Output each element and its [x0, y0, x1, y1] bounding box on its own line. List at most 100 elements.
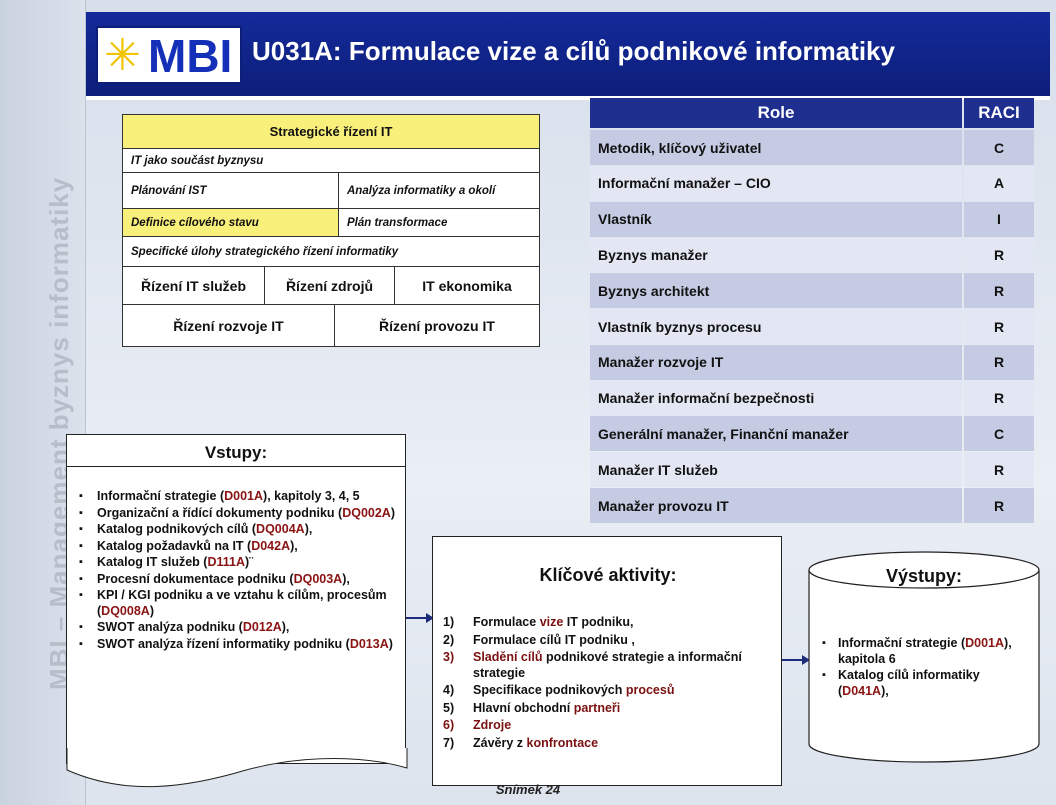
- input-item: Informační strategie (D001A), kapitoly 3…: [77, 489, 397, 505]
- document-code: DQ008A: [101, 603, 150, 618]
- raci-value: A: [964, 165, 1034, 201]
- raci-value: C: [964, 416, 1034, 452]
- input-text: ), kapitoly 3, 4, 5: [263, 489, 360, 503]
- raci-value: R: [964, 452, 1034, 488]
- document-code: DQ004A: [256, 522, 305, 536]
- input-item: SWOT analýza řízení informatiky podniku …: [77, 637, 397, 653]
- strategy-row: Řízení IT služeb Řízení zdrojů IT ekonom…: [123, 267, 539, 305]
- raci-role: Byznys architekt: [590, 273, 962, 309]
- activity-highlight: Zdroje: [473, 718, 512, 732]
- strategy-cell-highlight: Definice cílového stavu: [123, 209, 339, 236]
- activity-text: Hlavní obchodní: [473, 700, 574, 715]
- activity-number: 6): [443, 718, 455, 732]
- inputs-document: Vstupy: Informační strategie (D001A), ka…: [66, 434, 406, 764]
- raci-value: I: [964, 201, 1034, 237]
- slide-title: U031A: Formulace vize a cílů podnikové i…: [252, 36, 895, 66]
- arrow-icon: [406, 613, 434, 623]
- activity-item: 4)Specifikace podnikových procesů: [443, 683, 773, 699]
- input-text: ): [149, 603, 154, 618]
- activity-number: 7): [443, 735, 455, 750]
- raci-role: Manažer informační bezpečnosti: [590, 380, 962, 416]
- strategy-cell: Plán transformace: [347, 216, 448, 229]
- document-code: D111A: [207, 555, 245, 569]
- strategy-row: Řízení rozvoje IT Řízení provozu IT: [123, 305, 539, 346]
- input-item: Procesní dokumentace podniku (DQ003A),: [77, 572, 397, 588]
- activity-highlight: konfrontace: [526, 735, 599, 750]
- input-text: KPI / KGI podniku a ve vztahu k cílům, p…: [97, 588, 387, 618]
- output-item: Katalog cílů informatiky (D041A),: [820, 668, 1032, 699]
- raci-value: R: [964, 237, 1034, 273]
- raci-value: R: [964, 488, 1034, 523]
- slide-number: Snímek 24: [495, 782, 561, 797]
- document-code: D012A: [242, 620, 282, 634]
- raci-role: Generální manažer, Finanční manažer: [590, 416, 962, 452]
- mbi-logo: ✳ MBI: [96, 26, 242, 84]
- activities-title: Klíčové aktivity:: [539, 565, 677, 585]
- strategy-cell: Specifické úlohy strategického řízení in…: [131, 245, 399, 258]
- document-code: D001A: [224, 489, 264, 503]
- raci-role: Metodik, klíčový uživatel: [590, 130, 962, 165]
- arrow-icon: [782, 655, 810, 665]
- input-text: ): [390, 505, 395, 520]
- strategy-table: Strategické řízení IT IT jako součást by…: [122, 114, 540, 347]
- raci-role: Manažer IT služeb: [590, 452, 962, 488]
- document-code: D013A: [349, 636, 389, 651]
- document-code: D001A: [965, 636, 1005, 650]
- activity-item: 2) Formulace cílů IT podniku ,: [443, 633, 773, 649]
- activity-number: 3): [443, 650, 455, 664]
- key-activities-box: Klíčové aktivity: 1)Formulace vize IT po…: [432, 536, 782, 786]
- activity-highlight: procesů: [625, 683, 675, 697]
- document-wave-shape: [66, 748, 408, 788]
- strategy-cell: Řízení zdrojů: [265, 267, 395, 304]
- strategy-row: Plánování IST Analýza informatiky a okol…: [123, 173, 539, 209]
- output-text: ), kapitola 6: [838, 636, 1012, 666]
- input-text: Katalog požadavků na IT (: [97, 538, 252, 553]
- strategy-cell: Řízení IT služeb: [123, 267, 265, 304]
- activity-number: 5): [443, 700, 455, 715]
- activity-text: podnikové strategie a informační strateg…: [473, 650, 742, 680]
- raci-value: R: [964, 309, 1034, 344]
- title-underline: [86, 96, 1050, 100]
- input-item: Katalog podnikových cílů (DQ004A),: [77, 522, 397, 538]
- output-text: Katalog cílů informatiky (: [838, 668, 980, 698]
- strategy-cell: IT jako součást byznysu: [131, 154, 264, 167]
- strategy-header-row: Strategické řízení IT: [123, 115, 539, 149]
- output-item: Informační strategie (D001A), kapitola 6: [820, 636, 1032, 667]
- inputs-list: Informační strategie (D001A), kapitoly 3…: [77, 489, 397, 653]
- activity-text: IT podniku,: [563, 615, 634, 629]
- activity-text: Formulace cílů IT podniku ,: [473, 632, 635, 647]
- activity-item: 3) Sladění cílů podnikové strategie a inf…: [443, 650, 773, 681]
- input-item: SWOT analýza podniku (D012A),: [77, 620, 397, 636]
- strategy-cell: Analýza informatiky a okolí: [347, 184, 496, 197]
- activity-highlight: vize: [539, 615, 564, 629]
- inputs-title: Vstupy:: [67, 435, 405, 467]
- raci-value: R: [964, 273, 1034, 309]
- input-text: ): [388, 636, 393, 651]
- document-code: DQ003A: [293, 571, 343, 586]
- input-text: ),: [290, 538, 298, 553]
- strategy-cell: Řízení provozu IT: [379, 317, 495, 334]
- activity-number: 2): [443, 632, 455, 647]
- strategy-cell: IT ekonomika: [422, 277, 512, 294]
- raci-header-role: Role: [590, 98, 962, 128]
- title-bar: [86, 12, 1050, 96]
- input-text: SWOT analýza řízení informatiky podniku …: [97, 636, 350, 651]
- strategy-header: Strategické řízení IT: [123, 115, 539, 148]
- activities-list: 1)Formulace vize IT podniku,2)Formulace …: [443, 615, 773, 753]
- input-item: Katalog IT služeb (D111A)¨: [77, 555, 397, 571]
- activity-text: Závěry z: [473, 735, 527, 750]
- activity-highlight: Sladění cílů: [473, 650, 543, 664]
- raci-value: R: [964, 344, 1034, 380]
- raci-header-raci: RACI: [964, 98, 1034, 128]
- input-text: Procesní dokumentace podniku (: [97, 571, 294, 586]
- activity-number: 1): [443, 615, 455, 629]
